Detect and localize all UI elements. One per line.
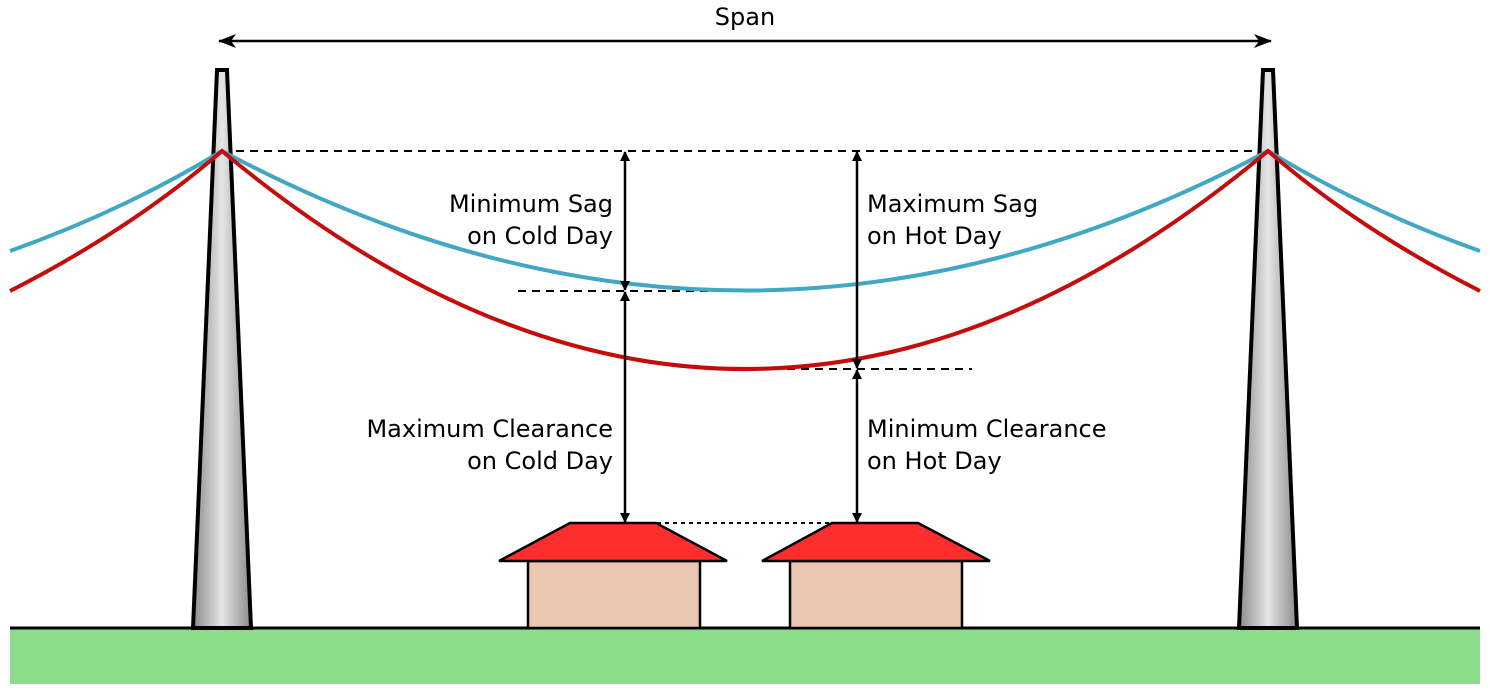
span-label: Span	[715, 3, 775, 31]
max-sag-label-line1: Maximum Sag	[867, 190, 1038, 218]
min-clearance-label-line1: Minimum Clearance	[867, 415, 1107, 443]
right-tower	[1236, 68, 1300, 630]
max-clearance-label-line1: Maximum Clearance	[366, 415, 613, 443]
ground	[10, 628, 1480, 684]
left-house-wall	[526, 559, 702, 630]
max-clearance-label-line2: on Cold Day	[467, 447, 613, 475]
hot-day-conductor	[9, 148, 1481, 371]
right-house-wall	[788, 559, 964, 630]
max-sag-label-line2: on Hot Day	[867, 222, 1002, 250]
min-sag-label-line2: on Cold Day	[467, 222, 613, 250]
left-house-roof	[498, 521, 728, 563]
left-tower	[190, 68, 254, 630]
min-clearance-label-line2: on Hot Day	[867, 447, 1002, 475]
min-sag-label-line1: Minimum Sag	[449, 190, 613, 218]
cold-day-conductor	[9, 148, 1481, 293]
left-house	[498, 521, 728, 630]
right-house-roof	[761, 521, 991, 563]
right-house	[761, 521, 991, 630]
